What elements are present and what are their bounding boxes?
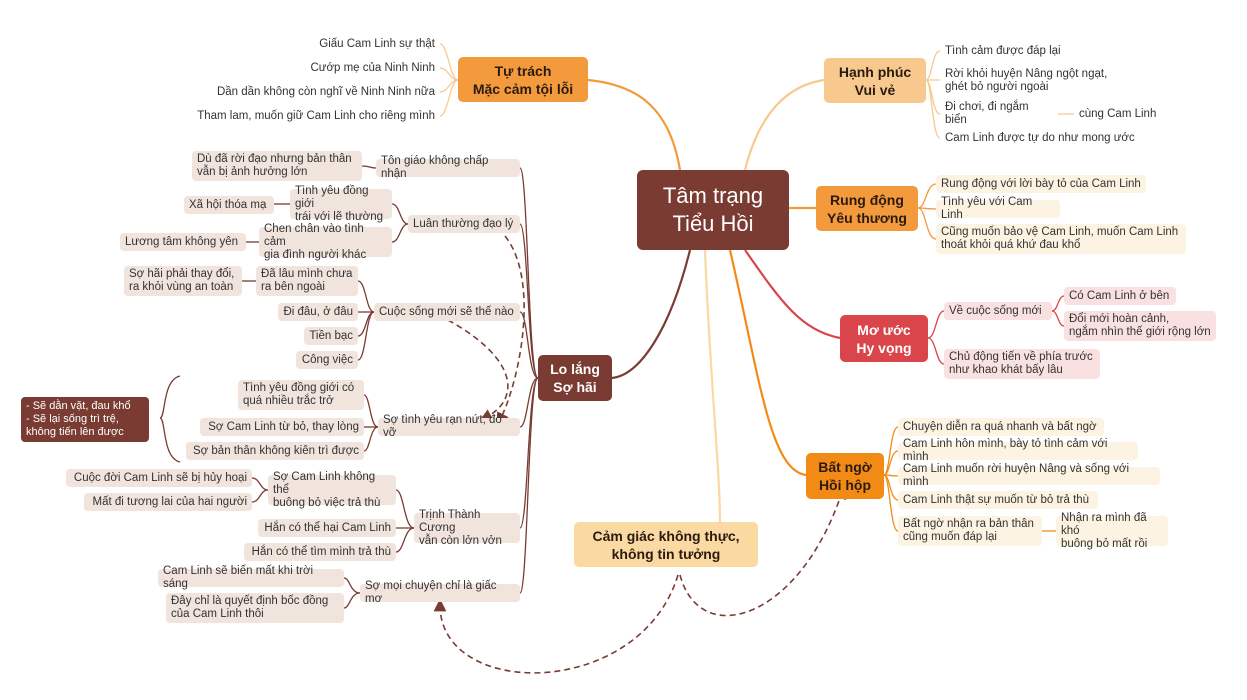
- lo-lang-luan-thuong-a-sub[interactable]: Xã hội thóa mạ: [184, 196, 274, 214]
- lo-lang-giac-mo[interactable]: Sợ mọi chuyện chỉ là giấc mơ: [360, 580, 520, 605]
- lo-lang-cuoc-song-2[interactable]: Đi đâu, ở đâu: [278, 303, 358, 321]
- leaf-mo-uoc-2[interactable]: Chủ động tiến về phía trước như khao khá…: [944, 349, 1100, 379]
- leaf-rung-dong-1[interactable]: Rung động với lời bày tỏ của Cam Linh: [936, 175, 1146, 193]
- lo-lang-cuoc-song-3[interactable]: Tiền bạc: [304, 327, 358, 345]
- branch-bat-ngo[interactable]: Bất ngờ Hồi hộp: [806, 453, 884, 499]
- leaf-hanh-phuc-3[interactable]: Đi chơi, đi ngắm biển: [940, 101, 1058, 126]
- leaf-tu-trach-3[interactable]: Dần dần không còn nghĩ về Ninh Ninh nữa: [210, 83, 440, 101]
- leaf-bat-ngo-4[interactable]: Cam Linh thật sự muốn từ bỏ trả thù: [898, 491, 1098, 509]
- note-consequences[interactable]: - Sẽ dằn vặt, đau khổ - Sẽ lại sống trì …: [21, 397, 149, 442]
- lo-lang-trinh-c[interactable]: Hắn có thể tìm mình trả thù: [244, 543, 396, 561]
- leaf-tu-trach-2[interactable]: Cướp mẹ của Ninh Ninh: [300, 59, 440, 77]
- lo-lang-trinh-b[interactable]: Hắn có thể hại Cam Linh: [258, 519, 396, 537]
- leaf-hanh-phuc-3-sub[interactable]: cùng Cam Linh: [1074, 105, 1164, 123]
- lo-lang-so-tinh-yeu-1[interactable]: Tình yêu đồng giới có quá nhiều trắc trở: [238, 380, 364, 410]
- branch-cam-giac[interactable]: Cảm giác không thực, không tin tưởng: [574, 522, 758, 567]
- lo-lang-luan-thuong-b-sub[interactable]: Lương tâm không yên: [120, 233, 246, 251]
- lo-lang-so-tinh-yeu[interactable]: Sợ tình yêu rạn nứt, đổ vỡ: [378, 414, 520, 439]
- branch-hanh-phuc[interactable]: Hạnh phúc Vui vẻ: [824, 58, 926, 103]
- lo-lang-trinh[interactable]: Trịnh Thành Cương vẫn còn lởn vởn: [414, 509, 520, 547]
- branch-rung-dong[interactable]: Rung động Yêu thương: [816, 186, 918, 231]
- leaf-mo-uoc-1[interactable]: Về cuộc sống mới: [944, 302, 1052, 320]
- leaf-rung-dong-2[interactable]: Tình yêu với Cam Linh: [936, 196, 1060, 221]
- leaf-hanh-phuc-4[interactable]: Cam Linh được tự do như mong ước: [940, 129, 1140, 147]
- lo-lang-ton-giao-sub[interactable]: Dù đã rời đạo nhưng bản thân vẫn bị ảnh …: [192, 151, 362, 181]
- leaf-hanh-phuc-1[interactable]: Tình cảm được đáp lại: [940, 42, 1090, 60]
- lo-lang-trinh-a-sub-1[interactable]: Cuộc đời Cam Linh sẽ bị hủy hoại: [66, 469, 252, 487]
- leaf-tu-trach-4[interactable]: Tham lam, muốn giữ Cam Linh cho riêng mì…: [190, 107, 440, 125]
- lo-lang-cuoc-song-1[interactable]: Đã lâu mình chưa ra bên ngoài: [256, 266, 358, 296]
- lo-lang-luan-thuong-b[interactable]: Chen chân vào tình cảm gia đình người kh…: [259, 223, 392, 261]
- leaf-rung-dong-3[interactable]: Cũng muốn bảo vệ Cam Linh, muốn Cam Linh…: [936, 224, 1186, 254]
- leaf-mo-uoc-1-sub-2[interactable]: Đổi mới hoàn cảnh, ngắm nhìn thế giới rộ…: [1064, 311, 1216, 341]
- lo-lang-luan-thuong-a[interactable]: Tình yêu đồng giới trái với lẽ thường: [290, 185, 392, 223]
- leaf-bat-ngo-3[interactable]: Cam Linh muốn rời huyện Nâng và sống với…: [898, 463, 1160, 488]
- lo-lang-trinh-a[interactable]: Sợ Cam Linh không thể buông bỏ việc trả …: [268, 471, 396, 509]
- leaf-bat-ngo-2[interactable]: Cam Linh hôn mình, bày tỏ tình cảm với m…: [898, 438, 1138, 463]
- lo-lang-luan-thuong[interactable]: Luân thường đạo lý: [408, 215, 520, 233]
- lo-lang-giac-mo-2[interactable]: Đây chỉ là quyết định bốc đồng của Cam L…: [166, 593, 344, 623]
- leaf-tu-trach-1[interactable]: Giấu Cam Linh sự thật: [300, 35, 440, 53]
- lo-lang-so-tinh-yeu-3[interactable]: Sợ bản thân không kiên trì được: [186, 442, 364, 460]
- leaf-bat-ngo-1[interactable]: Chuyện diễn ra quá nhanh và bất ngờ: [898, 418, 1104, 436]
- lo-lang-so-tinh-yeu-2[interactable]: Sợ Cam Linh từ bỏ, thay lòng: [200, 418, 364, 436]
- lo-lang-ton-giao[interactable]: Tôn giáo không chấp nhận: [376, 155, 520, 180]
- lo-lang-giac-mo-1[interactable]: Cam Linh sẽ biến mất khi trời sáng: [158, 565, 344, 590]
- lo-lang-cuoc-song-4[interactable]: Công việc: [296, 351, 358, 369]
- leaf-hanh-phuc-2[interactable]: Rời khỏi huyện Nâng ngột ngạt, ghét bỏ n…: [940, 66, 1130, 96]
- branch-mo-uoc[interactable]: Mơ ước Hy vọng: [840, 315, 928, 362]
- lo-lang-trinh-a-sub-2[interactable]: Mất đi tương lai của hai người: [84, 493, 252, 511]
- leaf-mo-uoc-1-sub-1[interactable]: Có Cam Linh ở bên: [1064, 287, 1176, 305]
- leaf-bat-ngo-5-sub[interactable]: Nhận ra mình đã khó buông bỏ mất rồi: [1056, 512, 1168, 550]
- lo-lang-cuoc-song-1-sub[interactable]: Sợ hãi phải thay đổi, ra khỏi vùng an to…: [124, 266, 242, 296]
- leaf-bat-ngo-5[interactable]: Bất ngờ nhận ra bản thân cũng muốn đáp l…: [898, 516, 1042, 546]
- branch-lo-lang[interactable]: Lo lắng Sợ hãi: [538, 355, 612, 401]
- lo-lang-cuoc-song[interactable]: Cuộc sống mới sẽ thế nào: [374, 303, 520, 321]
- root-topic[interactable]: Tâm trạng Tiểu Hồi: [637, 170, 789, 250]
- branch-tu-trach[interactable]: Tự trách Mặc cảm tội lỗi: [458, 57, 588, 102]
